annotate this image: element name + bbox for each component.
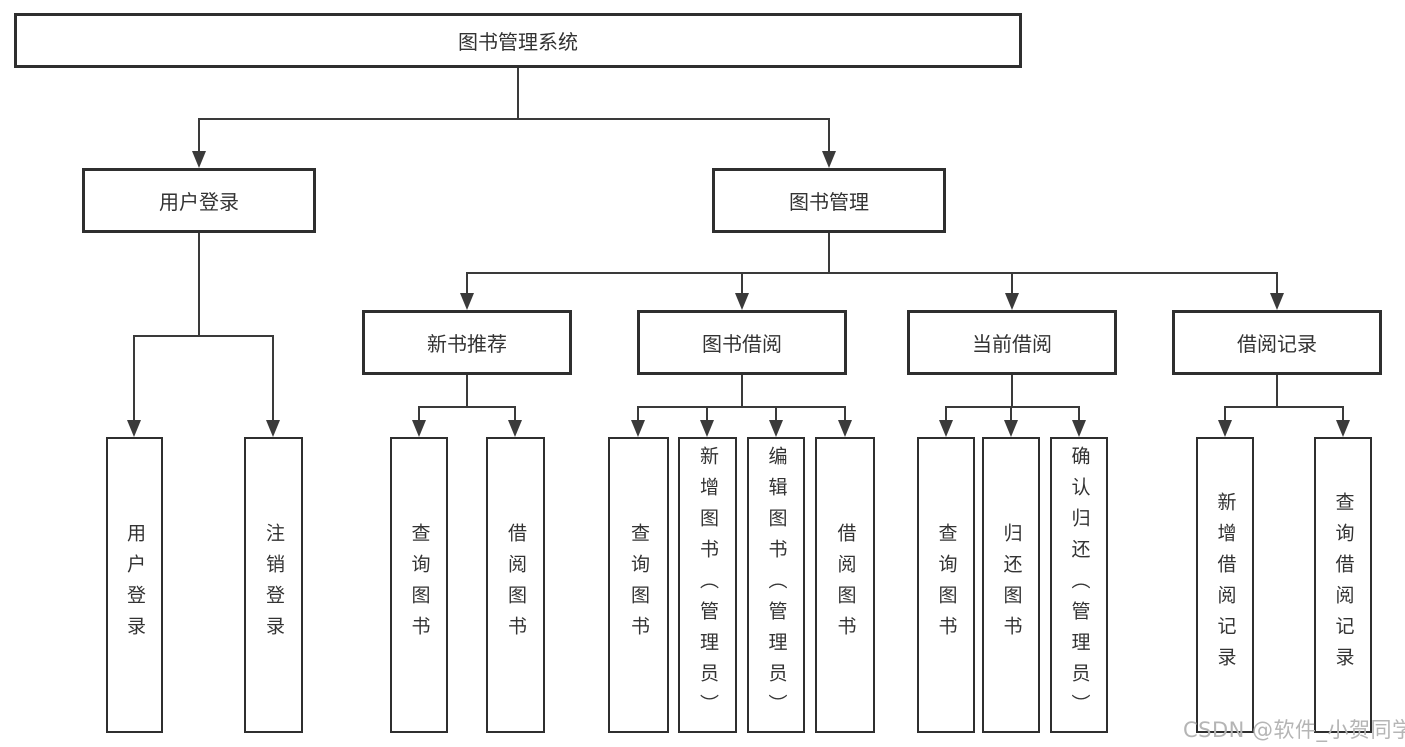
leaf-edit-book-admin: 编辑图书（管理员） bbox=[747, 437, 805, 733]
connector-borrow-bar bbox=[638, 406, 846, 408]
arrow-down-icon bbox=[631, 420, 645, 437]
arrow-down-icon bbox=[822, 151, 836, 168]
connector-borrow-drop-4 bbox=[844, 406, 846, 421]
arrow-down-icon bbox=[1005, 293, 1019, 310]
connector-borrow-drop-3 bbox=[775, 406, 777, 421]
arrow-down-icon bbox=[412, 420, 426, 437]
connector-newbook-drop-2 bbox=[514, 406, 516, 421]
arrow-down-icon bbox=[939, 420, 953, 437]
arrow-down-icon bbox=[266, 420, 280, 437]
connector-root-stem bbox=[517, 68, 519, 118]
node-label: 图书管理系统 bbox=[458, 30, 578, 54]
arrow-down-icon bbox=[769, 420, 783, 437]
connector-records-drop-2 bbox=[1342, 406, 1344, 421]
leaf-label: 确认归还（管理员） bbox=[1068, 445, 1091, 725]
leaf-confirm-return-admin: 确认归还（管理员） bbox=[1050, 437, 1108, 733]
connector-userlogin-drop-2 bbox=[272, 335, 274, 421]
arrow-down-icon bbox=[1270, 293, 1284, 310]
arrow-down-icon bbox=[508, 420, 522, 437]
connector-userlogin-bar bbox=[134, 335, 274, 337]
connector-current-drop-3 bbox=[1078, 406, 1080, 421]
node-user-login: 用户登录 bbox=[82, 168, 316, 233]
connector-bookmgmt-drop-4 bbox=[1276, 272, 1278, 294]
arrow-down-icon bbox=[192, 151, 206, 168]
connector-current-bar bbox=[946, 406, 1080, 408]
leaf-query-borrow-record: 查询借阅记录 bbox=[1314, 437, 1372, 733]
connector-newbook-drop-1 bbox=[418, 406, 420, 421]
leaf-label: 新增图书（管理员） bbox=[696, 445, 719, 725]
connector-current-drop-1 bbox=[945, 406, 947, 421]
csdn-watermark: CSDN @软件_小贺同学 bbox=[1183, 718, 1405, 742]
leaf-borrow-books-recommend: 借阅图书 bbox=[486, 437, 545, 733]
node-new-book-recommend: 新书推荐 bbox=[362, 310, 572, 375]
connector-borrow-stem bbox=[741, 375, 743, 406]
arrow-down-icon bbox=[700, 420, 714, 437]
leaf-label: 注销登录 bbox=[262, 523, 285, 647]
connector-borrow-drop-2 bbox=[706, 406, 708, 421]
node-label: 当前借阅 bbox=[972, 332, 1052, 356]
node-book-management: 图书管理 bbox=[712, 168, 946, 233]
connector-bookmgmt-drop-2 bbox=[741, 272, 743, 294]
connector-records-stem bbox=[1276, 375, 1278, 406]
connector-root-drop-left bbox=[198, 118, 200, 152]
leaf-query-books-borrow: 查询图书 bbox=[608, 437, 669, 733]
arrow-down-icon bbox=[1072, 420, 1086, 437]
connector-root-drop-right bbox=[828, 118, 830, 152]
connector-bookmgmt-stem bbox=[828, 233, 830, 272]
leaf-borrow-books: 借阅图书 bbox=[815, 437, 875, 733]
connector-current-drop-2 bbox=[1010, 406, 1012, 421]
node-current-borrow: 当前借阅 bbox=[907, 310, 1117, 375]
connector-records-bar bbox=[1225, 406, 1344, 408]
leaf-query-books-recommend: 查询图书 bbox=[390, 437, 448, 733]
connector-bookmgmt-bar bbox=[467, 272, 1278, 274]
node-borrow-records: 借阅记录 bbox=[1172, 310, 1382, 375]
arrow-down-icon bbox=[735, 293, 749, 310]
arrow-down-icon bbox=[1336, 420, 1350, 437]
node-label: 图书借阅 bbox=[702, 332, 782, 356]
arrow-down-icon bbox=[127, 420, 141, 437]
leaf-user-login: 用户登录 bbox=[106, 437, 163, 733]
node-label: 新书推荐 bbox=[427, 332, 507, 356]
leaf-label: 借阅图书 bbox=[834, 523, 857, 647]
leaf-label: 查询借阅记录 bbox=[1332, 492, 1355, 678]
connector-records-drop-1 bbox=[1224, 406, 1226, 421]
connector-newbook-bar bbox=[419, 406, 516, 408]
arrow-down-icon bbox=[1004, 420, 1018, 437]
connector-newbook-stem bbox=[466, 375, 468, 406]
arrow-down-icon bbox=[460, 293, 474, 310]
leaf-label: 新增借阅记录 bbox=[1214, 492, 1237, 678]
connector-root-bar bbox=[198, 118, 830, 120]
leaf-label: 查询图书 bbox=[408, 523, 431, 647]
node-label: 借阅记录 bbox=[1237, 332, 1317, 356]
node-book-borrow: 图书借阅 bbox=[637, 310, 847, 375]
leaf-label: 查询图书 bbox=[627, 523, 650, 647]
leaf-add-book-admin: 新增图书（管理员） bbox=[678, 437, 737, 733]
leaf-label: 借阅图书 bbox=[504, 523, 527, 647]
leaf-label: 用户登录 bbox=[123, 523, 146, 647]
leaf-add-borrow-record: 新增借阅记录 bbox=[1196, 437, 1254, 733]
connector-userlogin-stem bbox=[198, 233, 200, 335]
node-label: 图书管理 bbox=[789, 190, 869, 214]
node-library-management-system: 图书管理系统 bbox=[14, 13, 1022, 68]
leaf-return-books: 归还图书 bbox=[982, 437, 1040, 733]
leaf-label: 编辑图书（管理员） bbox=[765, 445, 788, 725]
leaf-logout: 注销登录 bbox=[244, 437, 303, 733]
leaf-label: 归还图书 bbox=[1000, 523, 1023, 647]
leaf-label: 查询图书 bbox=[935, 523, 958, 647]
connector-bookmgmt-drop-3 bbox=[1011, 272, 1013, 294]
leaf-query-books-current: 查询图书 bbox=[917, 437, 975, 733]
connector-bookmgmt-drop-1 bbox=[466, 272, 468, 294]
node-label: 用户登录 bbox=[159, 190, 239, 214]
connector-borrow-drop-1 bbox=[637, 406, 639, 421]
arrow-down-icon bbox=[838, 420, 852, 437]
connector-current-stem bbox=[1011, 375, 1013, 406]
arrow-down-icon bbox=[1218, 420, 1232, 437]
connector-userlogin-drop-1 bbox=[133, 335, 135, 421]
